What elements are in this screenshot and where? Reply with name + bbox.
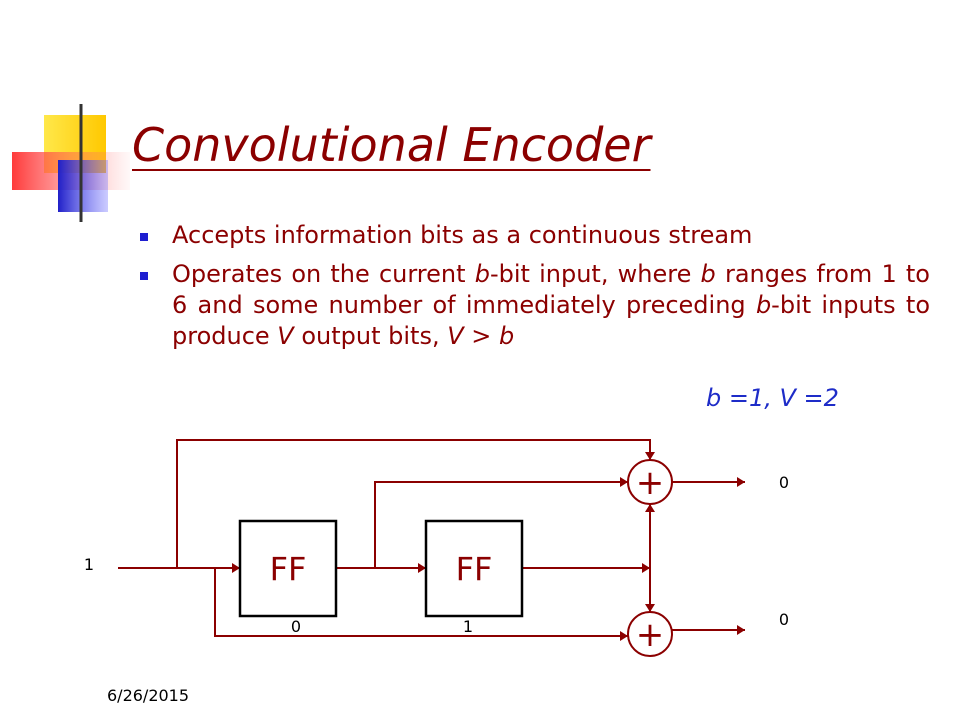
adder-bottom — [627, 611, 673, 657]
square-bullet-icon — [140, 272, 148, 280]
bullet-text-segment: output bits, — [293, 322, 448, 350]
arrow-into-top-adder-top — [645, 452, 655, 460]
bullet-text-segment: ranges from 1 to 6 and some number of im… — [172, 260, 930, 319]
adder-top-plus-icon: + — [636, 463, 665, 503]
parameters-label: b =1, V =2 — [706, 384, 839, 412]
adder-bottom-plus-icon: + — [636, 615, 665, 655]
bullet-text-segment: b — [700, 260, 716, 288]
bullet-text: Operates on the current b-bit input, whe… — [172, 260, 930, 350]
top-output-bit-label: 0 — [779, 473, 789, 492]
bullet-text: Accepts information bits as a continuous… — [172, 221, 752, 249]
bullet-text-segment: b — [755, 291, 772, 319]
bullet-item-operation: Operates on the current b-bit input, whe… — [140, 259, 930, 352]
arrow-down-to-bottom-adder — [645, 604, 655, 612]
bullet-text-segment: -bit input, where — [489, 260, 701, 288]
bottom-output-bit-label: 0 — [779, 610, 789, 629]
flip-flop-2 — [424, 519, 524, 618]
adder-top — [627, 459, 673, 505]
slide-title: Convolutional Encoder — [132, 118, 651, 172]
arrow-into-top-adder-left — [620, 477, 628, 487]
wire-input-to-bottom-adder — [214, 568, 628, 637]
bullet-text-segment: V — [277, 322, 294, 350]
bullet-text-segment: Operates on the current — [172, 260, 475, 288]
arrow-up-to-top-adder — [645, 504, 655, 512]
bullet-item-continuous-stream: Accepts information bits as a continuous… — [140, 220, 930, 251]
bullet-text-segment: V > b — [447, 322, 515, 350]
bullet-list: Accepts information bits as a continuous… — [140, 220, 930, 360]
slide-date: 6/26/2015 — [107, 686, 190, 705]
arrow-into-ff1 — [232, 563, 240, 573]
wire-input-to-top-adder — [176, 439, 651, 568]
ff2-state-label: 1 — [463, 617, 473, 636]
arrow-into-ff2 — [418, 563, 426, 573]
bullet-text-segment: -bit inputs to produce — [172, 291, 931, 350]
square-bullet-icon — [140, 233, 148, 241]
ff1-state-label: 0 — [291, 617, 301, 636]
arrow-top-output — [737, 477, 745, 487]
arrow-into-bottom-adder-left — [620, 631, 628, 641]
input-bit-label: 1 — [84, 555, 94, 574]
bullet-text-segment: b — [474, 260, 490, 288]
arrow-ff2-out — [642, 563, 650, 573]
bullet-text-segment: Accepts information bits as a continuous… — [172, 221, 753, 249]
arrow-bottom-output — [737, 625, 745, 635]
wire-ff1-to-top-adder — [374, 481, 628, 568]
flip-flop-1-label: FF — [270, 550, 307, 588]
flip-flop-2-label: FF — [456, 550, 493, 588]
flip-flop-1 — [238, 519, 338, 618]
